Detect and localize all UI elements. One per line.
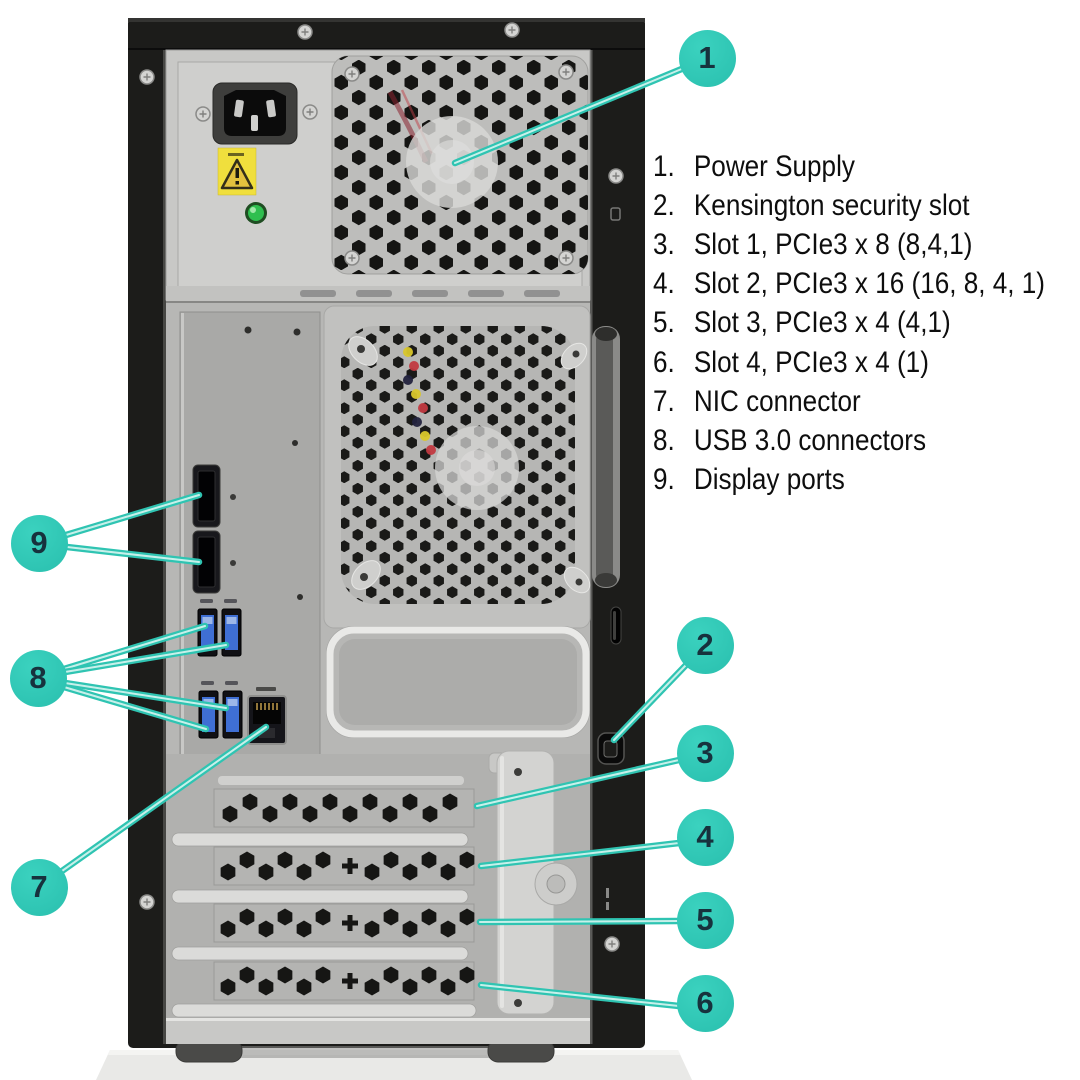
legend-item-label: Power Supply <box>693 149 855 183</box>
callout-line-9a <box>62 491 203 539</box>
legend-item-label: Display ports <box>693 463 845 497</box>
legend-item-5: 5. Slot 3, PCIe3 x 4 (4,1) <box>653 304 1045 343</box>
side-frame-details <box>139 22 625 952</box>
legend-item-number: 7. <box>653 384 675 418</box>
legend-item-number: 9. <box>653 463 675 497</box>
pcie-slot-1-cover <box>213 788 475 828</box>
legend-item-3: 3. Slot 1, PCIe3 x 8 (8,4,1) <box>653 225 1045 264</box>
legend-item-label: USB 3.0 connectors <box>693 423 927 457</box>
callout-number: 8 <box>29 660 47 695</box>
legend-item-label: Slot 4, PCIe3 x 4 (1) <box>693 345 929 379</box>
legend-item-number: 2. <box>653 188 675 222</box>
callout-line-2 <box>610 661 690 744</box>
legend-item-number: 6. <box>653 345 675 379</box>
callout-line-8b <box>61 641 230 676</box>
legend-item-label: Slot 1, PCIe3 x 8 (8,4,1) <box>693 227 973 261</box>
psu-fan-grille <box>331 55 589 275</box>
pcie-area <box>166 750 590 1044</box>
callout-number: 3 <box>696 735 714 770</box>
stand-base <box>96 1039 692 1080</box>
legend-item-4: 4. Slot 2, PCIe3 x 16 (16, 8, 4, 1) <box>653 265 1045 304</box>
callout-line-7 <box>58 723 270 875</box>
callout-number: 9 <box>30 525 48 560</box>
callout-badge-3: 3 <box>676 724 734 782</box>
callout-number: 1 <box>698 40 716 75</box>
legend-item-8: 8. USB 3.0 connectors <box>653 421 1045 460</box>
callout-line-5 <box>476 917 682 926</box>
callout-line-6 <box>477 981 683 1010</box>
callout-line-3 <box>473 756 683 810</box>
legend-item-2: 2. Kensington security slot <box>653 186 1045 225</box>
legend-item-label: Slot 2, PCIe3 x 16 (16, 8, 4, 1) <box>693 267 1045 301</box>
callout-badge-4: 4 <box>676 808 734 866</box>
callout-number: 5 <box>696 902 714 937</box>
pcie-slot-2-cover <box>213 846 475 886</box>
io-panel <box>179 311 321 767</box>
legend: 1. Power Supply 2. Kensington security slo… <box>653 147 1080 500</box>
callout-lines <box>58 64 690 1010</box>
legend-item-label: Slot 3, PCIe3 x 4 (4,1) <box>693 306 951 340</box>
legend-item-number: 8. <box>653 423 675 457</box>
legend-item-1: 1. Power Supply <box>653 147 1045 186</box>
legend-item-number: 3. <box>653 227 675 261</box>
rear-mid-panel <box>166 303 591 767</box>
legend-item-7: 7. NIC connector <box>653 382 1045 421</box>
callout-badge-6: 6 <box>676 974 734 1032</box>
callout-line-9b <box>63 543 203 566</box>
warning-label-icon <box>217 147 257 196</box>
callout-badge-7: 7 <box>10 858 68 916</box>
displayport-1-icon <box>192 464 236 528</box>
callout-line-1 <box>451 64 688 167</box>
system-fan-grille <box>323 305 591 629</box>
callout-badge-9: 9 <box>10 514 68 572</box>
callout-badge-8: 8 <box>9 649 67 707</box>
retention-bracket <box>488 750 578 1015</box>
fan-wires <box>403 347 436 455</box>
callout-badge-2: 2 <box>676 616 734 674</box>
ac-inlet-icon <box>212 82 298 145</box>
legend-item-number: 5. <box>653 306 675 340</box>
power-supply <box>165 49 591 303</box>
callout-number: 7 <box>30 869 48 904</box>
chassis-lock-slot <box>610 606 622 645</box>
legend-item-number: 4. <box>653 267 675 301</box>
handle-groove <box>592 326 620 588</box>
legend-item-6: 6. Slot 4, PCIe3 x 4 (1) <box>653 343 1045 382</box>
legend-item-label: Kensington security slot <box>693 188 970 222</box>
callout-badge-1: 1 <box>678 29 736 87</box>
callout-badge-5: 5 <box>676 891 734 949</box>
callout-line-8d <box>60 683 210 733</box>
vent-plate <box>326 626 590 738</box>
callout-number: 6 <box>696 985 714 1020</box>
pcie-slot-3-cover <box>213 903 475 943</box>
callout-line-8a <box>60 622 209 673</box>
callout-line-4 <box>477 839 683 870</box>
legend-item-9: 9. Display ports <box>653 461 1045 500</box>
pcie-slot-4-cover <box>213 961 475 1001</box>
displayport-2-icon <box>192 530 236 594</box>
callout-number: 4 <box>696 819 714 854</box>
callout-line-8c <box>61 679 230 712</box>
legend-item-number: 1. <box>653 149 675 183</box>
power-led <box>245 202 267 224</box>
legend-item-label: NIC connector <box>693 384 861 418</box>
callout-number: 2 <box>696 627 714 662</box>
